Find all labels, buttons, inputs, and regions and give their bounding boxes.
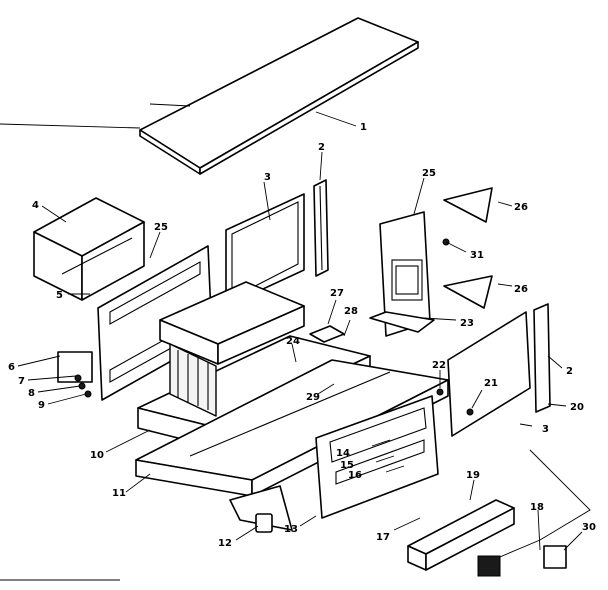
callout-2-upper: 2 xyxy=(318,142,325,153)
callout-19: 19 xyxy=(466,470,480,481)
callout-31: 31 xyxy=(470,250,484,261)
callout-24: 24 xyxy=(286,336,300,347)
callout-2-lower: 2 xyxy=(566,366,573,377)
callout-3-upper: 3 xyxy=(264,172,271,183)
callout-11: 11 xyxy=(112,488,126,499)
part-22-screw xyxy=(436,388,444,396)
callout-1: 1 xyxy=(360,122,367,133)
part-26-bracket-upper xyxy=(443,187,493,223)
part-13-front-panel xyxy=(315,395,439,519)
callout-12: 12 xyxy=(218,538,232,549)
part-12-clip xyxy=(255,513,273,533)
part-18-wiring xyxy=(477,449,591,577)
part-27-control-box xyxy=(309,325,345,343)
callout-17: 17 xyxy=(376,532,390,543)
callout-26-upper: 26 xyxy=(514,202,528,213)
callout-3-lower: 3 xyxy=(542,424,549,435)
callout-13: 13 xyxy=(284,524,298,535)
callouts: 1 2 3 4 25 5 6 7 8 9 10 11 12 13 14 15 1… xyxy=(8,122,596,549)
part-19-duct xyxy=(407,499,515,571)
callout-25-left: 25 xyxy=(154,222,168,233)
callout-20: 20 xyxy=(570,402,584,413)
callout-27: 27 xyxy=(330,288,344,299)
callout-9: 9 xyxy=(38,400,45,411)
part-13-bottom-rail xyxy=(229,485,293,531)
callout-25-right: 25 xyxy=(422,168,436,179)
part-26-bracket-lower xyxy=(443,275,493,309)
parts-6-9-small-components xyxy=(57,351,93,398)
part-3-side-panel-upper xyxy=(225,193,305,307)
callout-21: 21 xyxy=(484,378,498,389)
callout-16: 16 xyxy=(348,470,362,481)
callout-28: 28 xyxy=(344,306,358,317)
callout-23: 23 xyxy=(460,318,474,329)
callout-22: 22 xyxy=(432,360,446,371)
part-31-screw xyxy=(442,238,467,253)
part-23-rear-bracket xyxy=(369,211,435,337)
callout-6: 6 xyxy=(8,362,15,373)
part-2-rail-lower xyxy=(533,303,551,413)
part-3-side-panel-lower xyxy=(447,311,531,437)
callout-30: 30 xyxy=(582,522,596,533)
part-2-rail-upper xyxy=(313,179,329,277)
part-21-screw xyxy=(466,408,474,416)
callout-29: 29 xyxy=(306,392,320,403)
callout-7: 7 xyxy=(18,376,25,387)
callout-14: 14 xyxy=(336,448,350,459)
callout-4: 4 xyxy=(32,200,39,211)
callout-5: 5 xyxy=(56,290,63,301)
part-1-top-panel xyxy=(0,17,419,175)
part-4-housing xyxy=(33,197,145,301)
callout-10: 10 xyxy=(90,450,104,461)
part-30-capacitor xyxy=(543,545,567,569)
leader-lines xyxy=(17,111,583,551)
coil-assembly xyxy=(159,281,305,417)
callout-15: 15 xyxy=(340,460,354,471)
callout-26-lower: 26 xyxy=(514,284,528,295)
callout-8: 8 xyxy=(28,388,35,399)
callout-18: 18 xyxy=(530,502,544,513)
